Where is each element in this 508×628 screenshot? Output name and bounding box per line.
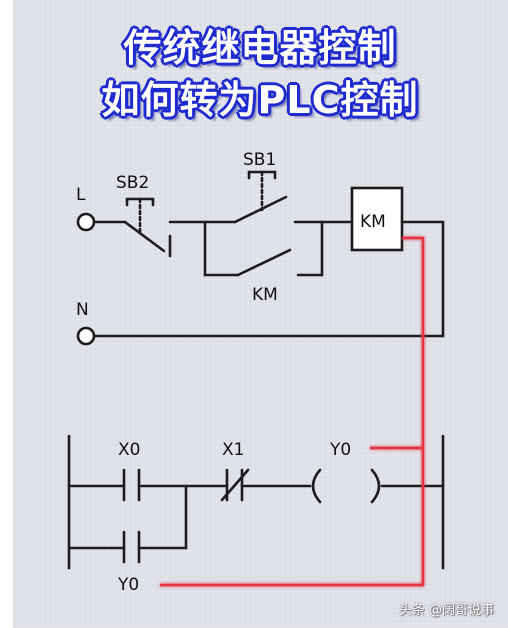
km-to-y0-mapping-line (160, 236, 425, 587)
sb2-label: SB2 (116, 173, 149, 193)
ladder-diagram (67, 434, 445, 570)
x1-label: X1 (222, 440, 244, 460)
sb2-contact-blade (123, 220, 166, 253)
x1-contact-slash (220, 468, 250, 502)
mapping-lines (160, 236, 425, 587)
y0-coil-right-arc (370, 468, 381, 504)
km-hold-label: KM (252, 285, 278, 305)
x0-label: X0 (118, 440, 140, 460)
km-coil-box (350, 186, 404, 252)
terminal-n-label: N (76, 300, 89, 320)
watermark: 头条 @阔哥说事 (398, 603, 494, 618)
terminal-l-label: L (76, 185, 86, 205)
title-line-2: 如何转为PLC控制 (101, 78, 419, 122)
y0-coil-left-arc (311, 468, 322, 504)
page-title: 传统继电器控制 如何转为PLC控制 (60, 22, 460, 126)
km-hold-blade (236, 248, 292, 277)
y0-coil-label: Y0 (329, 440, 351, 460)
terminal-n-node (76, 326, 96, 346)
km-coil-label: KM (360, 212, 386, 232)
y0-hold-label: Y0 (117, 575, 139, 595)
title-line-1: 传统继电器控制 (123, 26, 397, 70)
terminal-l-node (76, 212, 96, 232)
sb1-label: SB1 (243, 150, 276, 170)
sb1-contact-blade (233, 195, 288, 224)
relay-circuit (76, 170, 445, 346)
left-margin-strip (0, 0, 14, 628)
